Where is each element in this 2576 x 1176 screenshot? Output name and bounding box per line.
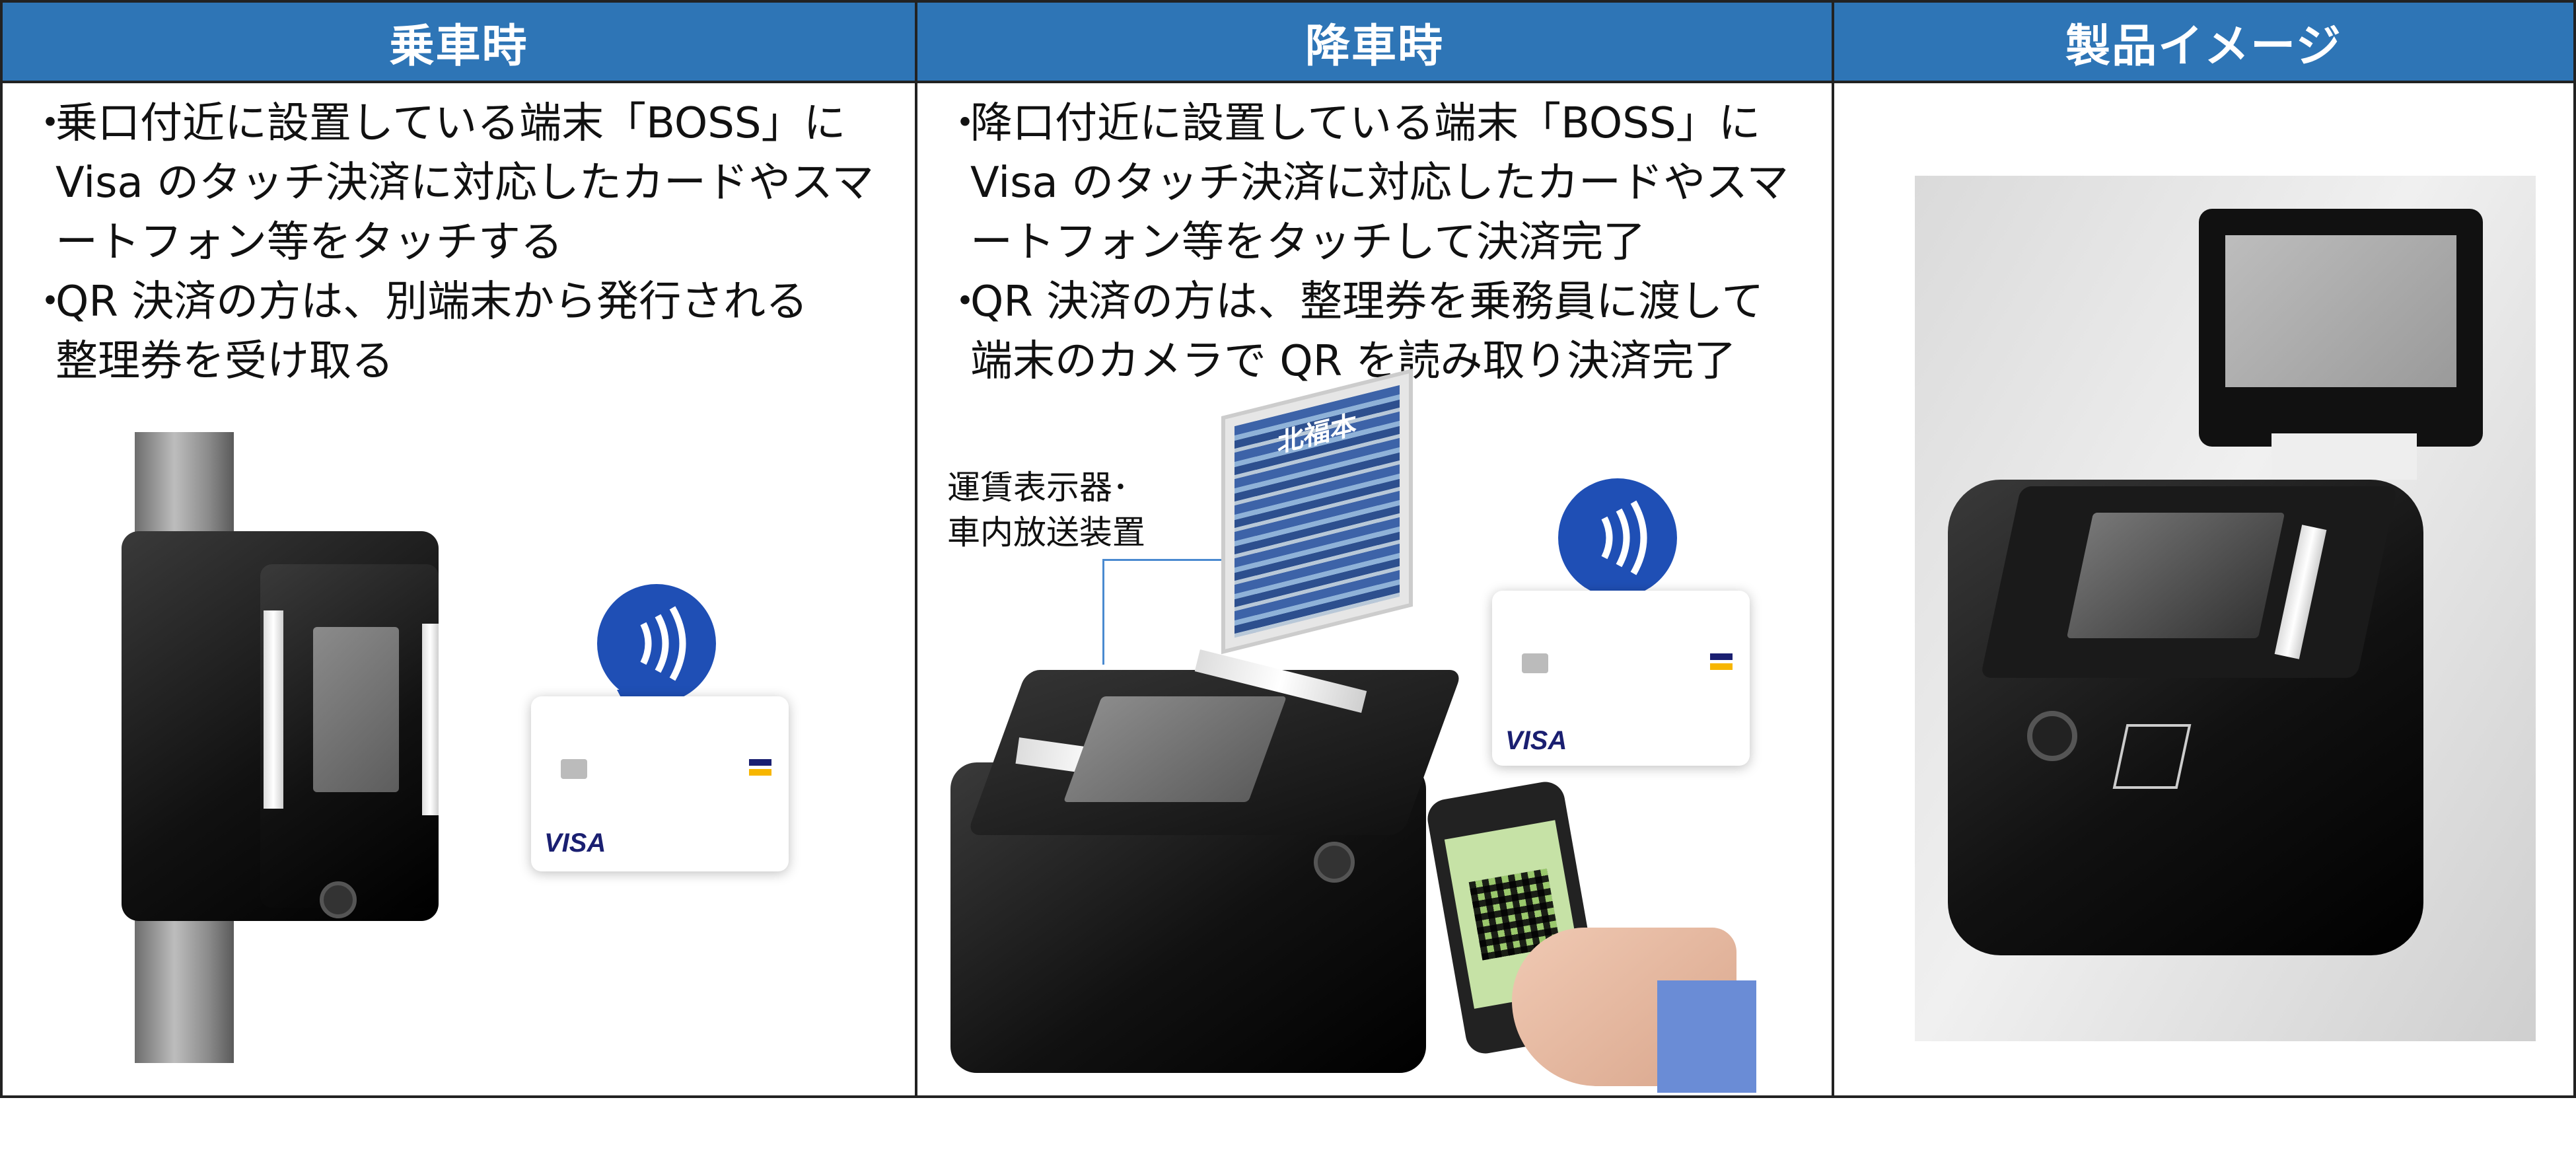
product-photo (1915, 176, 2536, 1041)
bullet-list: ・ 乗口付近に設置している端末「BOSS」に Visa のタッチ決済に対応したカ… (29, 94, 902, 391)
contactless-icon (597, 584, 716, 703)
chip-icon (561, 759, 587, 779)
contactless-icon (1558, 478, 1677, 597)
chip-icon (1522, 653, 1548, 673)
camera-icon (320, 881, 357, 918)
column-header: 降車時 (917, 3, 1832, 83)
payment-card: VISA (531, 696, 789, 871)
bullet-list: ・ 降口付近に設置している端末「BOSS」に Visa のタッチ決済に対応したカ… (944, 94, 1818, 391)
sleeve (1657, 980, 1756, 1093)
column-alighting: 降車時 ・ 降口付近に設置している端末「BOSS」に Visa のタッチ決済に対… (917, 3, 1834, 1095)
bullet-item: ・ 降口付近に設置している端末「BOSS」に Visa のタッチ決済に対応したカ… (944, 94, 1818, 272)
column-header: 製品イメージ (1834, 3, 2573, 83)
bullet-text: 乗口付近に設置している端末「BOSS」に Visa のタッチ決済に対応したカード… (55, 99, 875, 267)
bullet-text: QR 決済の方は、別端末から発行される 整理券を受け取る (55, 277, 808, 386)
desktop-device-illustration (937, 643, 1505, 1093)
visa-logo: VISA (1505, 726, 1567, 755)
bullet-item: ・ 乗口付近に設置している端末「BOSS」に Visa のタッチ決済に対応したカ… (29, 94, 902, 272)
bullet-item: ・ QR 決済の方は、別端末から発行される 整理券を受け取る (29, 272, 902, 391)
fare-display-label: 運賃表示器･ 車内放送装置 (947, 468, 1145, 552)
fare-display: 北福本 (1221, 368, 1413, 655)
display-screen: 北福本 (1234, 385, 1400, 638)
terminal-screen (313, 627, 399, 792)
column-header: 乗車時 (3, 3, 915, 83)
pole-device-illustration (115, 432, 472, 1066)
terminal-screen (2066, 513, 2285, 638)
bullet-text: QR 決済の方は、整理券を乗務員に渡して 端末のカメラで QR を読み取り決済完… (970, 277, 1764, 386)
terminal-screen (1063, 696, 1287, 802)
tablet (2199, 209, 2483, 447)
column-boarding: 乗車時 ・ 乗口付近に設置している端末「BOSS」に Visa のタッチ決済に対… (3, 3, 917, 1095)
camera-icon (1314, 842, 1355, 883)
visa-logo: VISA (544, 828, 606, 858)
payment-card: VISA (1492, 591, 1750, 766)
bullet-text: 降口付近に設置している端末「BOSS」に Visa のタッチ決済に対応したカード… (970, 99, 1789, 267)
qr-mark-icon (2112, 724, 2192, 789)
column-product-image: 製品イメージ (1834, 3, 2573, 1095)
camera-icon (2027, 711, 2077, 761)
bullet-item: ・ QR 決済の方は、整理券を乗務員に渡して 端末のカメラで QR を読み取り決… (944, 272, 1818, 391)
info-table: 乗車時 ・ 乗口付近に設置している端末「BOSS」に Visa のタッチ決済に対… (0, 0, 2576, 1098)
